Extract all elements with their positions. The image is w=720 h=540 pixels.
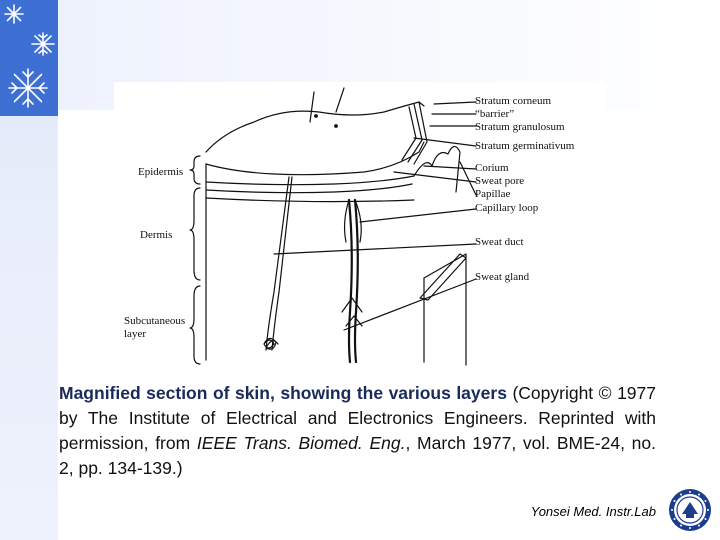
caption-journal: IEEE Trans. Biomed. Eng. (196, 433, 406, 453)
skin-section-figure: Stratum corneum “barrier” Stratum granul… (114, 82, 606, 372)
caption-text-2: , March 1977, vol. BME-24, no. 2, pp. 13… (59, 433, 656, 478)
label-sweat-gland: Sweat gland (475, 271, 530, 283)
lab-name: Yonsei Med. Instr.Lab (530, 504, 656, 519)
figure-caption: Magnified section of skin, showing the v… (59, 381, 656, 481)
label-stratum-corneum: Stratum corneum (475, 95, 552, 107)
label-dermis: Dermis (140, 229, 173, 241)
label-sweat-pore: Sweat pore (475, 175, 525, 187)
snowflake-icon (4, 4, 55, 108)
caption-title: Magnified section of skin, showing the v… (59, 383, 507, 403)
label-stratum-germinativum: Stratum germinativum (475, 140, 575, 152)
label-subcutaneous: Subcutaneous (124, 315, 186, 327)
label-papillae: Papillae (475, 188, 511, 200)
label-corium: Corium (475, 162, 509, 174)
label-capillary-loop: Capillary loop (475, 202, 539, 214)
label-barrier: “barrier” (475, 108, 515, 120)
university-seal-icon (668, 488, 712, 532)
sidebar (0, 0, 58, 540)
label-stratum-granulosum: Stratum granulosum (475, 121, 565, 133)
caption-text-1: (Copyright © 1977 by The Institute of El… (59, 383, 656, 453)
snowflake-decoration (0, 0, 58, 116)
label-layer: layer (124, 328, 146, 340)
label-sweat-duct: Sweat duct (475, 236, 524, 248)
skin-diagram (189, 87, 477, 366)
label-epidermis: Epidermis (138, 166, 184, 178)
